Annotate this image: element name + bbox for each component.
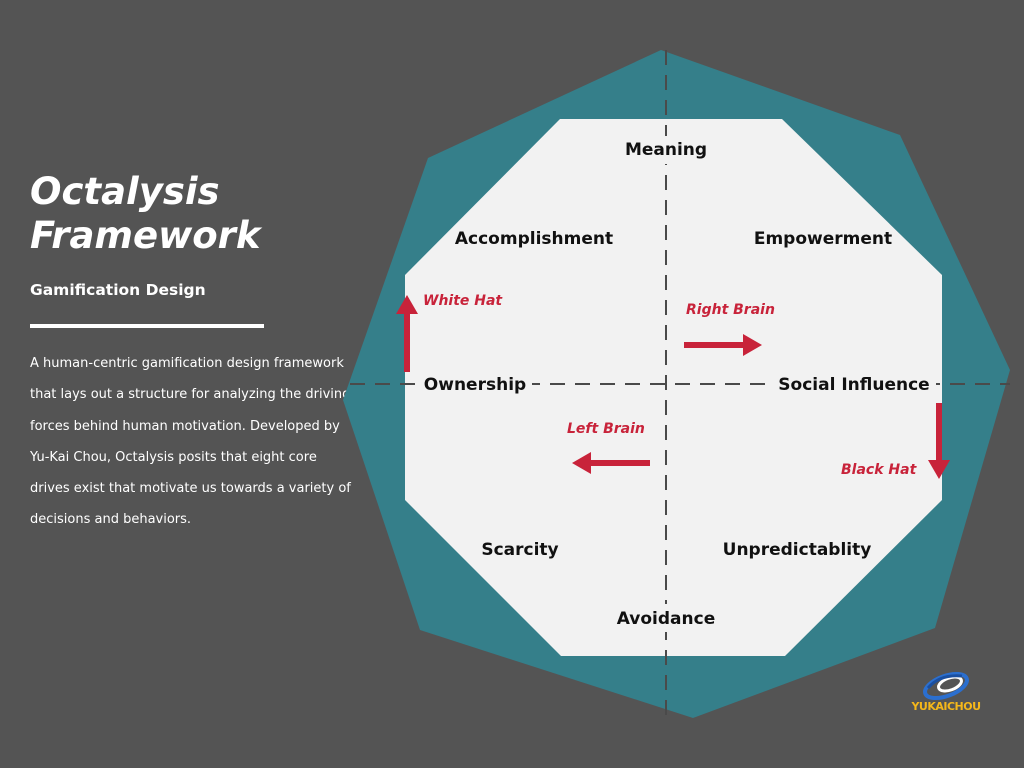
label-backdrop [772,370,936,398]
drive-accomplishment: Accomplishment [455,229,613,249]
description-text: A human-centric gamification design fram… [30,356,351,528]
inner-octagon [405,119,942,656]
label-backdrop [420,370,532,398]
logo-text: YUKAICHOU [911,700,981,713]
black-hat-arrow [928,403,950,479]
left-brain-arrow [572,452,650,474]
yukaichou-logo: YUKAICHOU [906,668,986,718]
drive-scarcity: Scarcity [481,540,558,560]
label-backdrop [612,604,720,632]
left-brain-label: Left Brain [567,421,645,437]
drive-social-influence: Social Influence [778,375,929,395]
right-brain-arrow [684,334,762,356]
label-backdrop [618,136,714,164]
black-hat-label: Black Hat [841,462,918,478]
drive-unpredictability: Unpredictablity [723,540,872,560]
drive-meaning: Meaning [625,140,707,160]
drive-empowerment: Empowerment [754,229,892,249]
drive-ownership: Ownership [424,375,526,395]
white-hat-label: White Hat [423,293,503,309]
yukaichou-logo-icon [923,671,969,701]
white-hat-arrow [396,295,418,372]
divider [30,324,264,328]
title-line-2: Framework [30,214,261,257]
page-subtitle: Gamification Design [30,281,206,299]
right-brain-label: Right Brain [686,302,775,318]
drive-avoidance: Avoidance [617,609,716,629]
page-title: Octalysis Framework [30,170,261,258]
title-line-1: Octalysis [30,170,220,213]
